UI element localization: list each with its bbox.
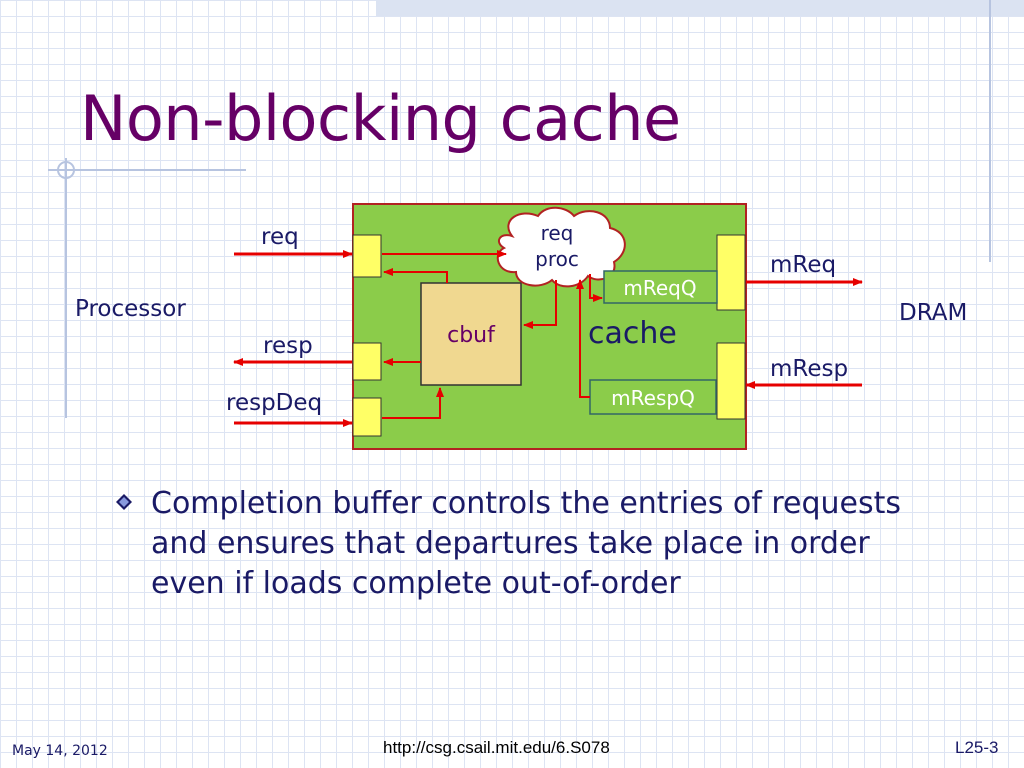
diamond-bullet-icon <box>116 494 132 510</box>
mrespq-label: mRespQ <box>611 386 695 410</box>
bullet-text: Completion buffer controls the entries o… <box>151 486 901 601</box>
cache-label: cache <box>588 316 677 351</box>
respdeq-port <box>352 397 382 437</box>
dram-label: DRAM <box>899 300 967 326</box>
slide-title: Non-blocking cache <box>80 82 681 155</box>
processor-label: Processor <box>75 296 186 322</box>
req-label: req <box>261 224 299 250</box>
respdeq-label: respDeq <box>226 390 322 416</box>
mrespq-box <box>589 379 717 415</box>
cbuf-to-req-arrow <box>383 268 448 283</box>
rule-circle <box>57 161 75 179</box>
req-port <box>352 234 382 278</box>
proc-to-mreqq-arrow <box>589 274 603 302</box>
proc-to-cbuf-arrow <box>523 280 557 329</box>
mreq-port <box>716 234 746 311</box>
mreqq-label: mReqQ <box>623 276 696 300</box>
resp-port <box>352 342 382 381</box>
reqproc-label-line1: req <box>541 221 574 245</box>
top-band <box>376 0 1024 16</box>
footer-date: May 14, 2012 <box>12 743 108 759</box>
footer-url: http://csg.csail.mit.edu/6.S078 <box>383 738 610 757</box>
mresp-port <box>716 342 746 420</box>
reqproc-label-line2: proc <box>535 247 579 271</box>
mresp-label: mResp <box>770 356 848 382</box>
mrespq-to-proc-arrow <box>576 279 590 398</box>
cbuf-box <box>420 282 522 386</box>
respdeq-to-cbuf-arrow <box>382 387 444 419</box>
mreqq-box <box>603 270 718 304</box>
mreq-label: mReq <box>770 252 836 278</box>
resp-label: resp <box>263 333 313 359</box>
cbuf-label: cbuf <box>447 323 496 348</box>
footer-page-number: L25-3 <box>955 738 999 757</box>
